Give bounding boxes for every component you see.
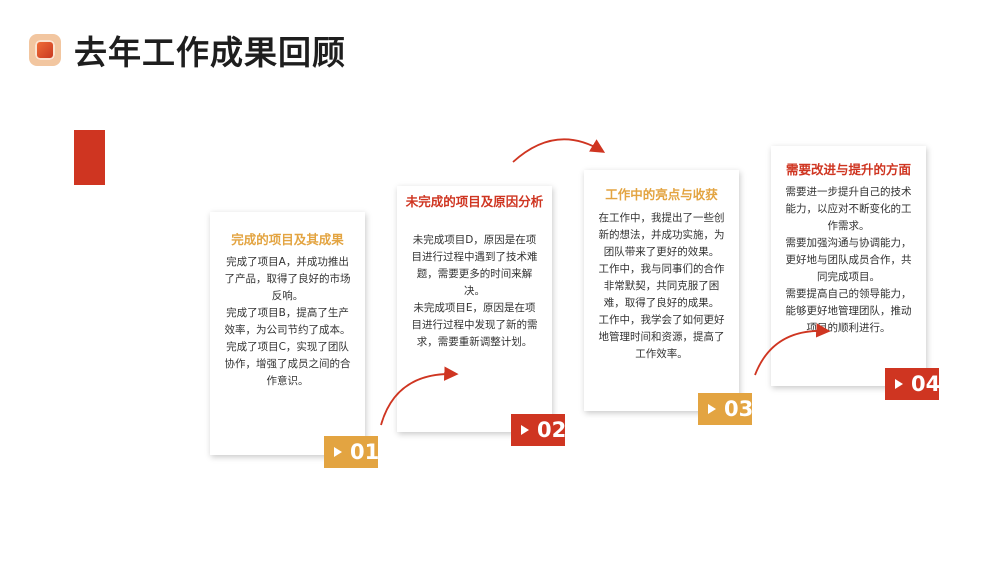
play-icon: [334, 447, 342, 457]
curved-arrow-icon: [380, 366, 459, 426]
card-text: 工作中，我与同事们的合作非常默契，共同克服了困难，取得了良好的成果。: [598, 263, 725, 309]
card-body-2: 未完成项目D，原因是在项目进行过程中遇到了技术难题，需要更多的时间来解决。 未完…: [409, 232, 540, 351]
card-text: 完成了项目A，并成功推出了产品，取得了良好的市场反响。: [224, 256, 351, 302]
card-1: 完成的项目及其成果 完成了项目A，并成功推出了产品，取得了良好的市场反响。 完成…: [210, 212, 365, 455]
card-heading-4: 需要改进与提升的方面: [785, 162, 911, 177]
card-text: 未完成项目D，原因是在项目进行过程中遇到了技术难题，需要更多的时间来解决。: [411, 234, 538, 297]
card-text: 完成了项目B，提高了生产效率，为公司节约了成本。: [224, 307, 351, 336]
play-icon: [708, 404, 716, 414]
page-title: 去年工作成果回顾: [74, 33, 346, 72]
card-3: 工作中的亮点与收获 在工作中，我提出了一些创新的想法，并成功实施，为团队带来了更…: [584, 170, 739, 411]
play-icon: [895, 379, 903, 389]
badge-01: 01: [324, 436, 380, 468]
badge-02: 02: [511, 414, 567, 446]
card-text: 未完成项目E，原因是在项目进行过程中发现了新的需求，需要重新调整计划。: [411, 302, 538, 348]
card-body-1: 完成了项目A，并成功推出了产品，取得了良好的市场反响。 完成了项目B，提高了生产…: [222, 254, 353, 390]
card-heading-2: 未完成的项目及原因分析: [405, 194, 544, 209]
card-text: 完成了项目C，实现了团队协作，增强了成员之间的合作意识。: [224, 341, 351, 387]
badge-number: 04: [911, 372, 941, 396]
accent-bar: [74, 130, 105, 185]
card-4: 需要改进与提升的方面 需要进一步提升自己的技术能力，以应对不断变化的工作需求。 …: [771, 146, 926, 386]
play-icon: [521, 425, 529, 435]
curved-arrow-icon: [754, 323, 831, 376]
card-text: 工作中，我学会了如何更好地管理时间和资源，提高了工作效率。: [598, 314, 725, 360]
card-heading-1: 完成的项目及其成果: [231, 232, 344, 247]
badge-03: 03: [698, 393, 754, 425]
card-text: 需要进一步提升自己的技术能力，以应对不断变化的工作需求。: [785, 186, 912, 232]
card-heading-3: 工作中的亮点与收获: [605, 187, 718, 202]
card-2: 未完成的项目及原因分析 未完成项目D，原因是在项目进行过程中遇到了技术难题，需要…: [397, 186, 552, 432]
badge-number: 03: [724, 397, 754, 421]
badge-number: 02: [537, 418, 567, 442]
badge-number: 01: [350, 440, 380, 464]
card-text: 在工作中，我提出了一些创新的想法，并成功实施，为团队带来了更好的效果。: [598, 212, 725, 258]
card-body-3: 在工作中，我提出了一些创新的想法，并成功实施，为团队带来了更好的效果。 工作中，…: [596, 210, 727, 363]
badge-04: 04: [885, 368, 941, 400]
title-icon: [29, 34, 61, 66]
curved-arrow-icon: [512, 138, 606, 163]
card-text: 需要加强沟通与协调能力，更好地与团队成员合作，共同完成项目。: [785, 237, 912, 283]
